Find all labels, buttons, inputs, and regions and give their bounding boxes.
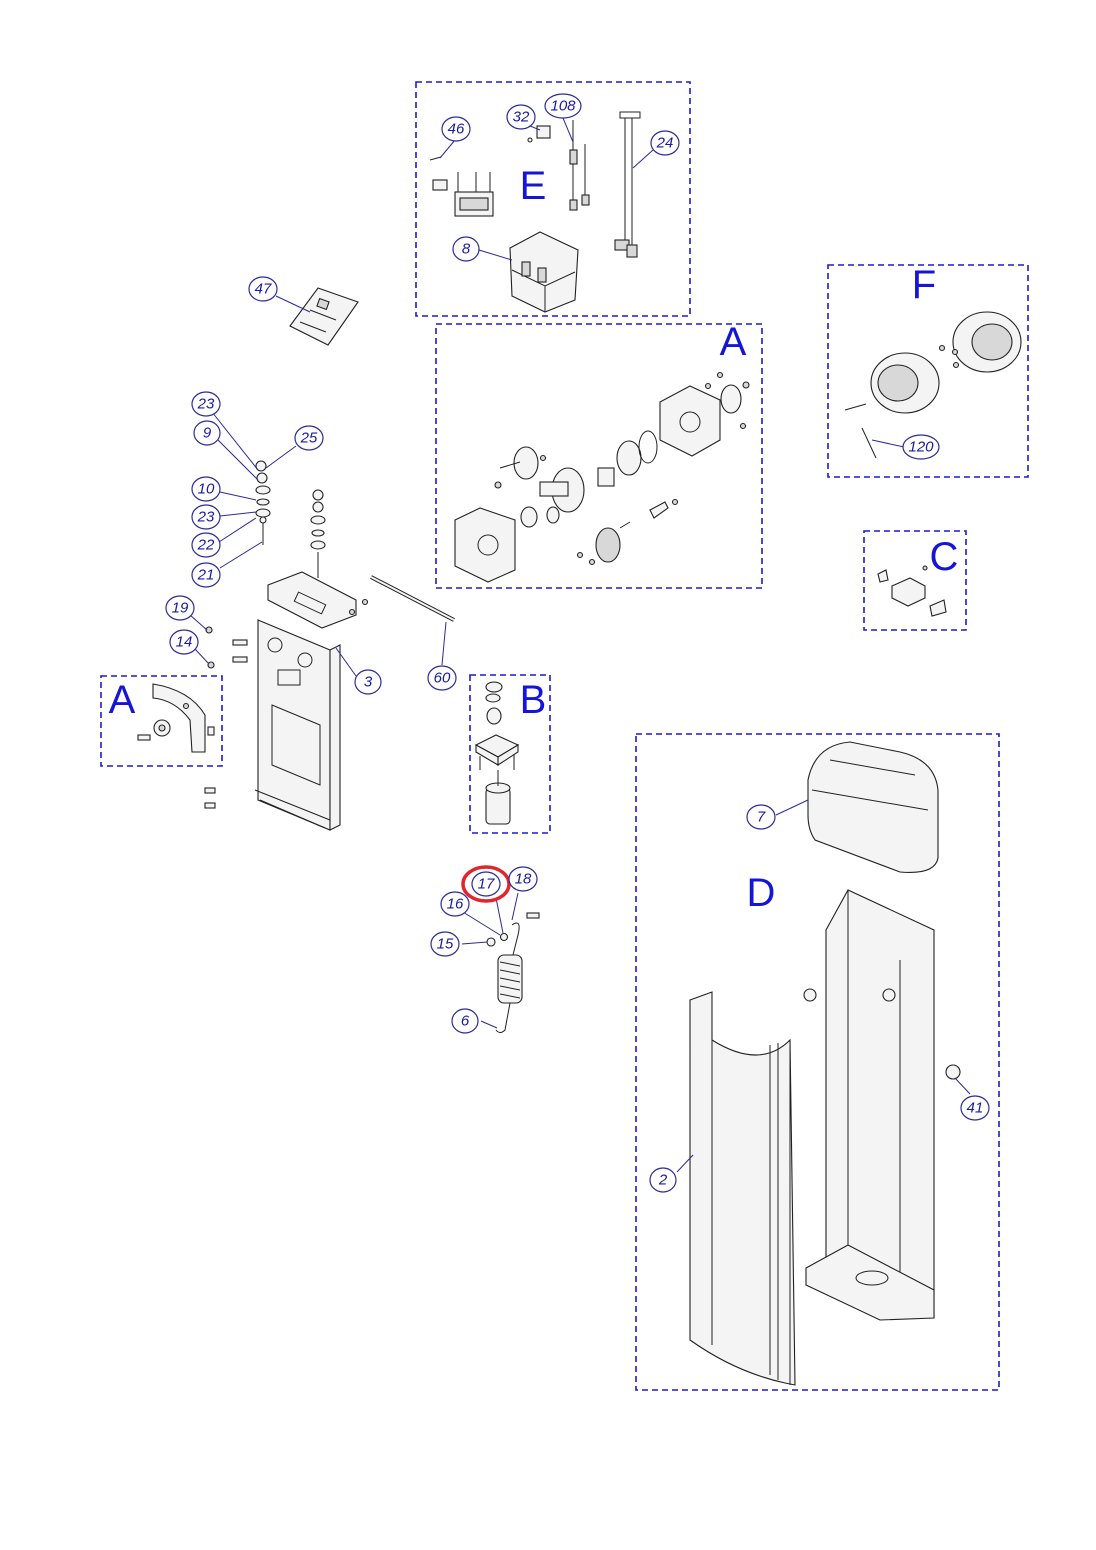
group-b: B (469, 674, 551, 834)
base-plate-part (254, 571, 357, 831)
group-e-letter: E (520, 164, 547, 208)
callout-17: 17 (461, 865, 511, 903)
callout-22: 22 (191, 532, 221, 558)
callout-19-label: 19 (172, 600, 189, 617)
group-a-top: A (435, 320, 763, 589)
callout-17-label: 17 (478, 876, 495, 893)
part-c-components (877, 565, 947, 617)
bolt-stack-left (255, 460, 271, 545)
group-d: D (635, 733, 1000, 1391)
callout-32-label: 32 (513, 109, 530, 126)
callout-10-label: 10 (198, 481, 215, 498)
callout-7: 7 (746, 804, 776, 830)
shaft-60-part (370, 575, 455, 622)
callout-3: 3 (354, 669, 382, 695)
callout-108-label: 108 (550, 98, 576, 115)
callout-15: 15 (430, 931, 460, 957)
callout-6: 6 (451, 1008, 479, 1034)
group-a-top-letter: A (720, 320, 747, 364)
callout-9: 9 (193, 420, 221, 446)
callout-19: 19 (165, 595, 195, 621)
cable-108-part (569, 120, 590, 211)
control-box-part (509, 231, 579, 313)
cover-7-part (807, 741, 939, 873)
callout-47-label: 47 (255, 281, 272, 298)
callout-17-highlight-ring (461, 865, 511, 903)
motor-b-part (474, 681, 520, 825)
group-c-letter: C (930, 535, 959, 579)
callout-23-top-label: 23 (197, 396, 215, 413)
callout-7-label: 7 (757, 809, 766, 826)
group-a-left-letter: A (109, 678, 136, 722)
callout-46-label: 46 (448, 121, 465, 138)
callout-25-label: 25 (300, 430, 318, 447)
spring-assembly-part (486, 912, 540, 1033)
callout-120-label: 120 (908, 439, 934, 456)
callout-23-top: 23 (191, 391, 221, 417)
callout-46: 46 (441, 116, 471, 142)
callout-16-label: 16 (447, 896, 464, 913)
callout-24-label: 24 (656, 135, 674, 152)
group-f-letter: F (912, 263, 936, 307)
group-f: F (827, 263, 1029, 478)
housing-f-part (844, 311, 1022, 459)
callout-41-label: 41 (967, 1100, 984, 1117)
callout-18-label: 18 (515, 871, 532, 888)
callout-2-label: 2 (658, 1172, 668, 1189)
callout-8: 8 (452, 236, 480, 262)
callout-108: 108 (544, 93, 582, 119)
lever-a-left-part (137, 683, 215, 753)
callout-6-label: 6 (461, 1013, 470, 1030)
callout-2: 2 (649, 1167, 677, 1193)
callout-120: 120 (902, 434, 940, 460)
callout-32: 32 (506, 104, 536, 130)
callout-3-label: 3 (364, 674, 373, 691)
callout-21: 21 (191, 562, 221, 588)
callout-16: 16 (440, 891, 470, 917)
bolt-stack-right (310, 489, 326, 578)
callout-47: 47 (248, 276, 278, 302)
transformer-part (429, 156, 494, 217)
callout-23-mid: 23 (191, 504, 221, 530)
screws-left (204, 598, 369, 809)
callout-25: 25 (294, 425, 324, 451)
callout-24: 24 (650, 130, 680, 156)
callout-60: 60 (427, 665, 457, 691)
callout-23-mid-label: 23 (197, 509, 215, 526)
callout-14: 14 (169, 629, 199, 655)
callout-22-label: 22 (197, 537, 215, 554)
callout-10: 10 (191, 476, 221, 502)
column-body-part (803, 889, 961, 1321)
callout-8-label: 8 (462, 241, 471, 258)
callout-60-label: 60 (434, 670, 451, 687)
group-b-letter: B (520, 678, 547, 722)
board-47-part (289, 287, 359, 346)
cable-24-part (614, 111, 641, 258)
callout-9-label: 9 (203, 425, 212, 442)
group-a-left: A (100, 675, 223, 767)
door-panel-2-part (689, 991, 796, 1386)
group-c: C (863, 530, 967, 631)
leader-lines (189, 117, 971, 1173)
callout-14-label: 14 (176, 634, 193, 651)
fuse-holder-part (527, 125, 551, 143)
callout-18: 18 (508, 866, 538, 892)
group-d-letter: D (747, 871, 776, 915)
callout-21-label: 21 (197, 567, 215, 584)
callout-41: 41 (960, 1095, 990, 1121)
callout-15-label: 15 (437, 936, 454, 953)
group-e: E (415, 81, 691, 317)
gearbox-a-part (454, 371, 750, 583)
